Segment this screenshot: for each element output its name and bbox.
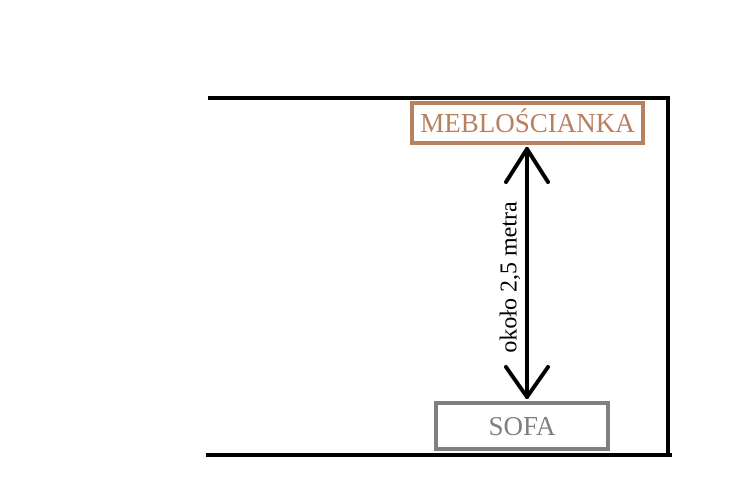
bottom-wall-line <box>206 453 672 457</box>
distance-arrow-head-top <box>504 147 550 184</box>
wall-unit-label: MEBLOŚCIANKA <box>420 107 635 138</box>
distance-label: około 2,5 metra <box>496 201 523 353</box>
distance-arrow-head-bottom <box>504 365 550 399</box>
right-wall-line <box>666 96 670 457</box>
sofa-label: SOFA <box>488 410 556 441</box>
top-wall-line <box>208 96 670 100</box>
sofa-box: SOFA <box>434 401 610 451</box>
wall-unit-box: MEBLOŚCIANKA <box>410 101 645 145</box>
